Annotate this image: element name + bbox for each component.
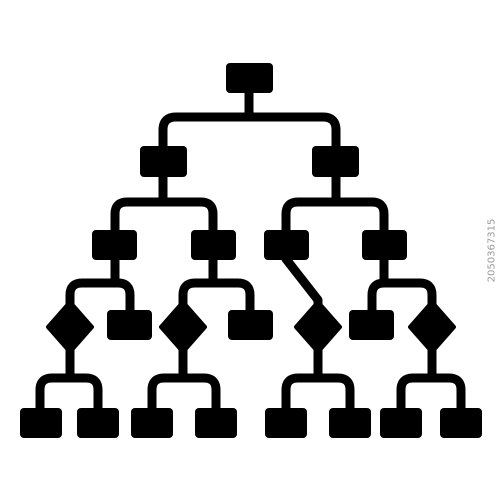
stock-id-strip: 2050367315 (484, 0, 500, 500)
connector-l2-3 (281, 254, 323, 315)
connector-l1-right (281, 171, 389, 235)
node-l2-3 (264, 230, 309, 260)
stock-id-text: 2050367315 (486, 218, 498, 282)
nodes (20, 63, 482, 438)
leaf-4 (195, 408, 237, 438)
connector-l2-4 (367, 254, 437, 315)
leaf-1 (20, 408, 62, 438)
leaf-5 (265, 408, 307, 438)
connector-l2-2 (178, 254, 255, 315)
connector-root (158, 87, 341, 151)
connector-l2-1 (65, 254, 135, 315)
leaf-2 (77, 408, 119, 438)
connector-lines (35, 87, 466, 413)
decision-diamond-2 (159, 300, 207, 354)
node-l3-1 (107, 310, 152, 340)
node-root (226, 63, 273, 93)
leaf-3 (131, 408, 173, 438)
node-l2-4 (362, 230, 407, 260)
decision-diamond-4 (408, 300, 456, 354)
node-l2-2 (191, 230, 236, 260)
node-l3-2 (228, 310, 273, 340)
leaf-7 (380, 408, 422, 438)
node-l2-1 (92, 230, 137, 260)
decision-diamond-1 (46, 300, 94, 354)
connector-l1-left (110, 171, 218, 235)
node-l1-left (140, 146, 187, 177)
leaf-6 (329, 408, 371, 438)
node-l3-3 (349, 310, 394, 340)
node-l1-right (312, 146, 359, 177)
decision-diamond-3 (294, 300, 342, 354)
leaf-8 (440, 408, 482, 438)
